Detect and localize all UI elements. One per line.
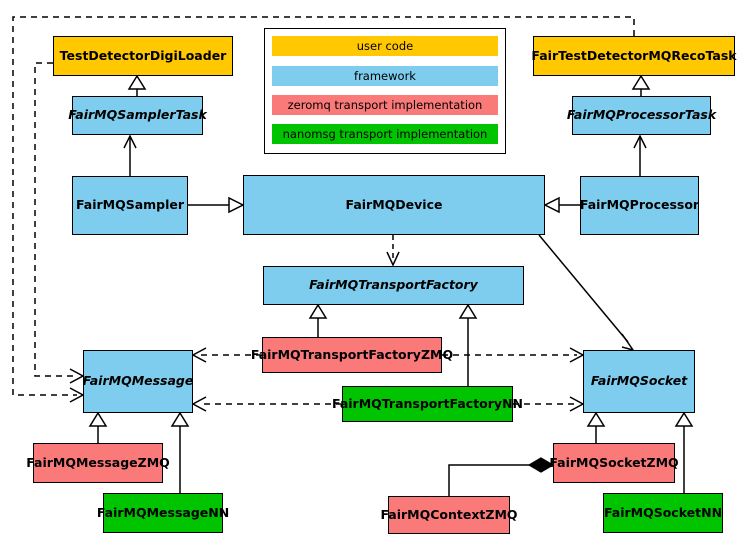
edge-sampler-to-device bbox=[188, 196, 245, 214]
legend-label-nanomsg: nanomsg transport implementation bbox=[282, 127, 488, 141]
class-node-label: FairMQSamplerTask bbox=[68, 107, 207, 123]
class-node-FairMQProcessorTask[interactable]: FairMQProcessorTask bbox=[567, 96, 716, 135]
class-node-FairMQContextZMQ[interactable]: FairMQContextZMQ bbox=[380, 496, 518, 534]
class-node-label: FairMQTransportFactoryNN bbox=[332, 395, 523, 411]
edge-socketzmq-to-socket bbox=[586, 411, 606, 443]
edge-tfnn-to-transportfactory bbox=[458, 303, 478, 386]
class-node-FairMQMessageZMQ[interactable]: FairMQMessageZMQ bbox=[26, 443, 170, 483]
class-node-FairMQSamplerTask[interactable]: FairMQSamplerTask bbox=[68, 96, 207, 135]
edge-tfnn-to-message bbox=[191, 396, 342, 412]
edge-processor-to-processortask bbox=[633, 134, 647, 176]
class-node-label: FairMQTransportFactoryZMQ bbox=[250, 346, 454, 362]
class-node-FairMQSocket[interactable]: FairMQSocket bbox=[583, 350, 695, 413]
class-node-FairMQSampler[interactable]: FairMQSampler bbox=[72, 176, 188, 235]
class-node-label: FairMQSocketZMQ bbox=[549, 454, 679, 470]
edge-processor-to-device bbox=[543, 196, 580, 214]
class-node-label: FairMQSocketNN bbox=[603, 504, 723, 520]
class-node-label: FairMQMessageZMQ bbox=[26, 454, 170, 470]
edge-tfzmq-to-message bbox=[191, 347, 262, 363]
edge-socketnn-to-socket bbox=[674, 411, 694, 493]
class-node-FairMQTransportFactory[interactable]: FairMQTransportFactory bbox=[263, 266, 524, 305]
edge-sampler-to-samplertask bbox=[123, 134, 137, 176]
class-node-label: FairMQContextZMQ bbox=[380, 506, 518, 522]
class-node-TestDetectorDigiLoader[interactable]: TestDetectorDigiLoader bbox=[53, 36, 233, 76]
class-node-label: FairMQSocket bbox=[590, 373, 688, 389]
class-node-FairMQMessage[interactable]: FairMQMessage bbox=[83, 350, 193, 413]
legend-item-framework: framework bbox=[272, 66, 498, 86]
edge-device-to-transportfactory bbox=[386, 235, 400, 267]
legend-label-zeromq: zeromq transport implementation bbox=[287, 98, 483, 112]
class-node-label: FairMQProcessor bbox=[579, 197, 700, 213]
edge-messagenn-to-message bbox=[170, 411, 190, 493]
edge-tfzmq-to-transportfactory bbox=[308, 303, 328, 337]
class-node-label: FairTestDetectorMQRecoTask bbox=[531, 47, 737, 63]
class-node-label: FairMQProcessorTask bbox=[566, 107, 717, 123]
class-node-label: FairMQDevice bbox=[345, 196, 443, 212]
legend-item-nanomsg: nanomsg transport implementation bbox=[272, 124, 498, 144]
class-node-label: FairMQMessage bbox=[82, 373, 194, 389]
class-node-FairMQTransportFactoryZMQ[interactable]: FairMQTransportFactoryZMQ bbox=[251, 337, 453, 373]
class-node-FairMQProcessor[interactable]: FairMQProcessor bbox=[580, 176, 699, 235]
class-node-FairMQSocketZMQ[interactable]: FairMQSocketZMQ bbox=[549, 443, 679, 483]
class-node-FairTestDetectorMQRecoTask[interactable]: FairTestDetectorMQRecoTask bbox=[531, 36, 737, 76]
class-node-label: FairMQSampler bbox=[75, 197, 185, 213]
legend-label-user-code: user code bbox=[356, 39, 414, 53]
class-node-label: FairMQMessageNN bbox=[96, 504, 230, 520]
class-node-FairMQSocketNN[interactable]: FairMQSocketNN bbox=[603, 493, 723, 533]
edge-contextzmq-to-socketzmq bbox=[448, 457, 555, 496]
edge-messagezmq-to-message bbox=[88, 411, 108, 443]
edge-processortask-to-recotask bbox=[631, 74, 651, 96]
legend-label-framework: framework bbox=[354, 69, 416, 83]
edge-tfnn-to-socket bbox=[513, 396, 585, 412]
class-node-label: TestDetectorDigiLoader bbox=[59, 47, 227, 63]
class-node-FairMQDevice[interactable]: FairMQDevice bbox=[243, 175, 545, 235]
edge-tfzmq-to-socket bbox=[442, 347, 585, 363]
class-node-FairMQMessageNN[interactable]: FairMQMessageNN bbox=[97, 493, 229, 533]
legend-item-zeromq: zeromq transport implementation bbox=[272, 95, 498, 115]
class-node-FairMQTransportFactoryNN[interactable]: FairMQTransportFactoryNN bbox=[332, 386, 523, 422]
class-node-label: FairMQTransportFactory bbox=[309, 277, 478, 293]
edge-samplertask-to-digiloader bbox=[127, 74, 147, 96]
edge-device-to-socket bbox=[538, 234, 635, 352]
legend-item-user-code: user code bbox=[272, 36, 498, 56]
